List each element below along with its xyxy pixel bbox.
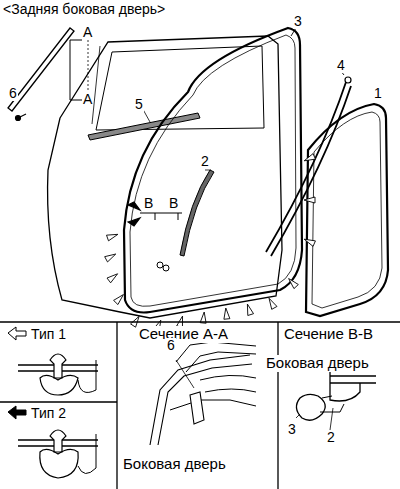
clip-arrow (105, 254, 116, 262)
callout-number: 3 (293, 14, 303, 29)
section-title: Сечение А-А (138, 326, 229, 343)
clip-arrow (304, 239, 315, 246)
section-title: Сечение В-В (283, 326, 374, 343)
diagram-title: <Задняя боковая дверь> (2, 2, 166, 17)
callout-number: 2 (326, 430, 336, 445)
callout-number: 4 (336, 58, 346, 73)
part-name: Боковая дверь (122, 456, 227, 473)
callout-number: 6 (166, 338, 176, 353)
clip-arrow (224, 308, 230, 319)
callout-number: 3 (287, 422, 297, 437)
type-label: Тип 2 (30, 406, 67, 421)
callout-number: 2 (200, 154, 210, 169)
callout-number: 6 (8, 86, 18, 101)
clip-arrow (107, 274, 118, 283)
type-label: Тип 1 (30, 327, 67, 342)
clip-arrow (114, 295, 124, 305)
clip-arrow (269, 298, 277, 309)
part-name: Боковая дверь (265, 355, 370, 372)
section-mark: B (143, 196, 154, 211)
section-mark: A (82, 25, 93, 40)
clip-arrow (304, 197, 315, 203)
section-mark: A (82, 92, 93, 107)
section-mark: B (168, 196, 179, 211)
clip-arrow (304, 154, 315, 161)
clip-arrow (289, 279, 299, 289)
callout-number: 1 (373, 86, 383, 101)
clip-arrow (107, 234, 118, 240)
clip-arrow (247, 304, 253, 315)
callout-number: 5 (134, 97, 144, 112)
